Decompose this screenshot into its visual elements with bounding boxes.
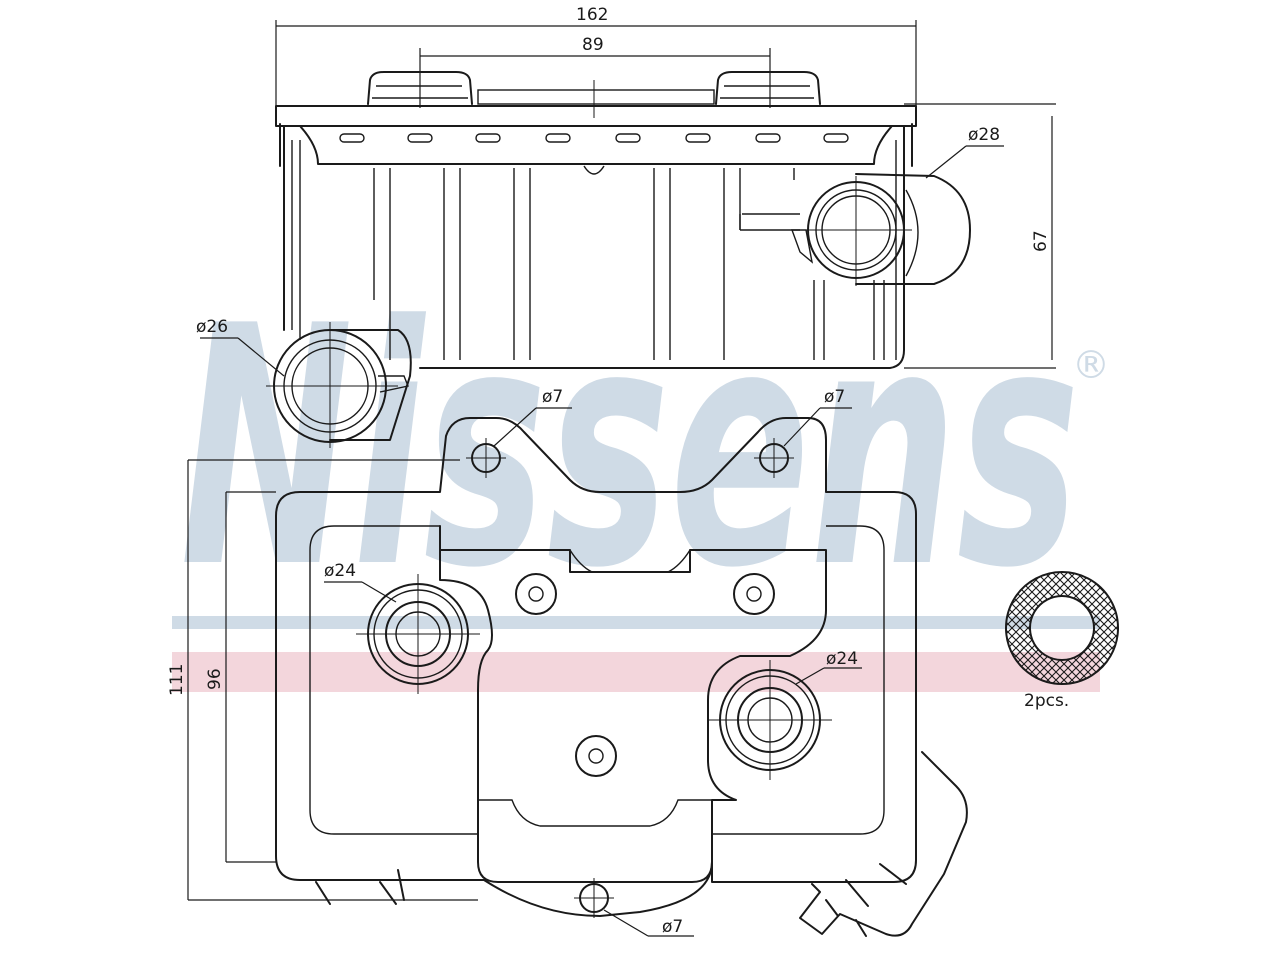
- cooler-core: [283, 125, 905, 369]
- hole-bottom: [574, 878, 614, 918]
- hole-left: [466, 438, 506, 478]
- side-view: 162 89: [196, 5, 1056, 448]
- callout-hole-right: ø7: [824, 387, 845, 407]
- watermark-stripe-blue: [172, 616, 1100, 629]
- pipe-left: [266, 322, 412, 448]
- dim-height: 67: [1031, 230, 1051, 252]
- dim-stud-spacing: 89: [582, 35, 604, 55]
- callout-hole-bottom: ø7: [662, 917, 683, 937]
- dim-overall-width: 162: [576, 5, 608, 25]
- callout-hole-left: ø7: [542, 387, 563, 407]
- top-plate-slots: [339, 133, 849, 143]
- port-upper: [356, 574, 480, 694]
- hole-right: [754, 438, 794, 478]
- watermark: Nissens ®: [172, 256, 1110, 692]
- boss-center: [575, 735, 617, 777]
- port-lower: [708, 660, 832, 780]
- central-boss: [439, 525, 827, 883]
- pipe-right: [791, 173, 971, 286]
- plan-view: 111 96 ø7 ø7: [167, 387, 968, 937]
- stud-right: [715, 71, 821, 105]
- callout-port-upper: ø24: [324, 561, 356, 581]
- dim-plate-outer: 111: [167, 664, 187, 696]
- callout-pipe-right: ø28: [968, 125, 1000, 145]
- watermark-brand: Nissens: [180, 256, 1080, 640]
- boss-left: [515, 573, 557, 615]
- seal-quantity: 2pcs.: [1024, 691, 1069, 711]
- base-plate: [275, 417, 917, 917]
- pipe-stub-bottom-right: [799, 751, 968, 937]
- watermark-stripe-red: [172, 652, 1100, 692]
- callout-port-lower: ø24: [826, 649, 858, 669]
- callout-pipe-left: ø26: [196, 317, 228, 337]
- boss-right: [733, 573, 775, 615]
- top-plate: [275, 105, 917, 127]
- core-fins: [373, 168, 885, 360]
- watermark-registered-mark: ®: [1072, 343, 1110, 387]
- dim-plate-inner: 96: [205, 668, 225, 690]
- stud-left: [367, 71, 473, 105]
- pipe-stub-bottom-left: [315, 869, 405, 905]
- seal-ring: 2pcs.: [1005, 571, 1119, 711]
